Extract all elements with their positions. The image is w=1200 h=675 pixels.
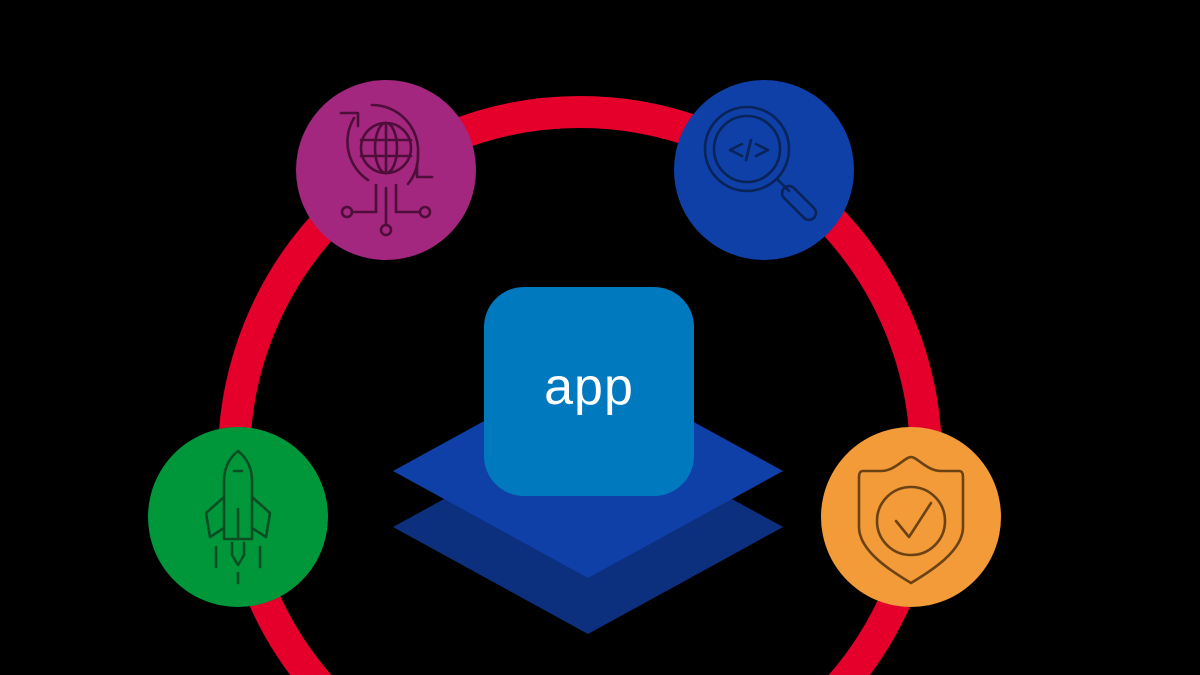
node-global-integration <box>296 80 476 260</box>
app-tile: app <box>484 287 694 496</box>
node-code-inspection <box>674 80 854 260</box>
node-security <box>821 427 1001 607</box>
magnifier-code-icon <box>703 105 818 222</box>
rocket-icon <box>204 449 272 585</box>
app-label: app <box>544 357 634 416</box>
node-launch <box>148 427 328 607</box>
shield-check-icon <box>857 455 965 585</box>
globe-cycle-network-icon <box>339 103 434 237</box>
